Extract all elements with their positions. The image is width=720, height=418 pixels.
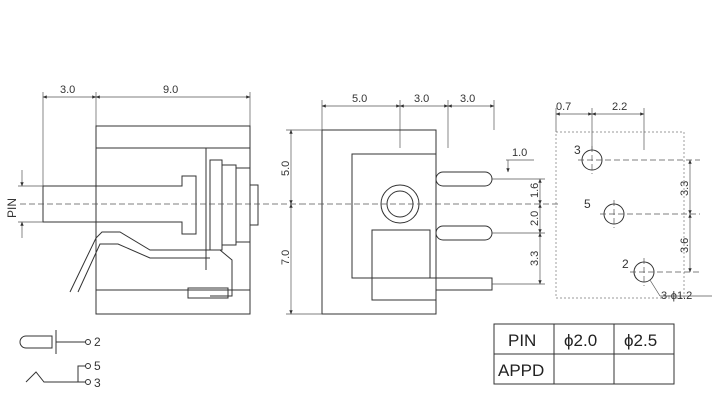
- table-header-2-5: ϕ2.5: [624, 331, 657, 350]
- table-row-appd: APPD: [498, 361, 544, 380]
- dim-3-3-footprint: 3.3: [679, 181, 691, 196]
- table-header-pin: PIN: [508, 331, 536, 350]
- dim-5-0-side: 5.0: [280, 161, 292, 176]
- schematic-pin-2: 2: [94, 335, 101, 349]
- dim-3-3-front: 3.3: [529, 251, 541, 266]
- terminal-bottom: [435, 277, 493, 291]
- dim-2-0: 2.0: [529, 211, 541, 226]
- hole-note: 3-ϕ1.2: [661, 290, 692, 302]
- front-housing: [321, 129, 437, 315]
- dim-3-6: 3.6: [679, 238, 691, 253]
- footprint-outline: [555, 131, 685, 299]
- dim-7-0: 7.0: [280, 250, 292, 265]
- pin-number-2: 2: [622, 257, 629, 271]
- schematic-pin-5: 5: [94, 359, 101, 373]
- terminal-top: [435, 171, 493, 187]
- table-header-2-0: ϕ2.0: [564, 331, 597, 350]
- pin-symbol: [19, 335, 53, 349]
- dim-5-0-top: 5.0: [352, 93, 367, 105]
- schematic-pin-3: 3: [94, 376, 101, 390]
- dim-0-7: 0.7: [556, 101, 571, 113]
- terminal-mid: [435, 225, 493, 241]
- schematic-symbol: 2 5 3: [19, 330, 101, 390]
- side-housing: [95, 125, 251, 315]
- front-view: 5.0 3.0 3.0 5.0 7.0 1.0 1.6 2.0: [280, 93, 560, 315]
- pcb-footprint: 0.7 2.2 3 5 2 3.3 3.6 3-ϕ1.2: [555, 101, 712, 302]
- dim-3-0-mid: 3.0: [414, 93, 429, 105]
- dim-9-0: 9.0: [163, 84, 178, 96]
- pin: [42, 175, 197, 235]
- dim-3-0: 3.0: [60, 84, 75, 96]
- pin-number-3: 3: [574, 143, 581, 157]
- dim-1-6: 1.6: [529, 183, 541, 198]
- side-view: 3.0 9.0 PIN: [5, 84, 300, 315]
- dim-2-2: 2.2: [612, 101, 627, 113]
- pin-label: PIN: [5, 198, 19, 218]
- dim-1-0: 1.0: [512, 147, 527, 159]
- dim-3-0-right: 3.0: [460, 93, 475, 105]
- pin-number-5: 5: [584, 197, 591, 211]
- pin-table: PIN ϕ2.0 ϕ2.5 APPD: [493, 323, 675, 385]
